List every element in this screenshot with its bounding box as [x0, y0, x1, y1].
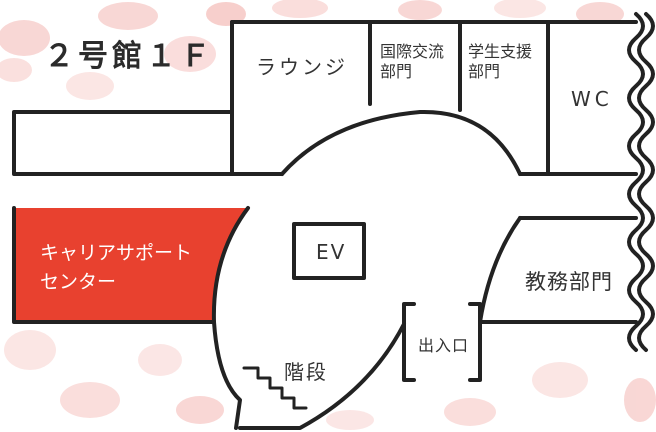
international-office-label: 国際交流 部門 — [380, 42, 444, 82]
entrance-label: 出入口 — [418, 336, 470, 355]
left-upper-room — [12, 110, 284, 176]
career-center-label[interactable]: キャリアサポート センター — [40, 239, 192, 296]
floor-title: ２号館１Ｆ — [44, 39, 214, 74]
academic-affairs-label: 教務部門 — [525, 270, 613, 294]
student-support-label: 学生支援 部門 — [468, 42, 532, 82]
student-support-label-line1: 学生支援 — [468, 42, 533, 61]
international-office-label-line1: 国際交流 — [380, 42, 445, 61]
lounge-label: ラウンジ — [256, 55, 348, 79]
stairs-icon — [242, 366, 308, 410]
wc-label: WC — [571, 87, 613, 111]
career-center-room[interactable] — [14, 208, 248, 322]
international-office-label-line2: 部門 — [380, 62, 413, 81]
student-support-label-line2: 部門 — [468, 62, 501, 81]
entrance-right-bracket — [468, 302, 482, 382]
entrance-left-bracket — [402, 302, 416, 382]
left-lower-wall — [12, 206, 216, 324]
elevator — [292, 222, 366, 280]
wavy-break-line — [627, 12, 645, 352]
career-center-label-line1: キャリアサポート — [40, 242, 193, 264]
wavy-break-line-outer — [637, 12, 655, 352]
career-center-label-line2: センター — [40, 270, 117, 293]
elevator-label: EV — [316, 240, 347, 264]
stairs-label: 階段 — [284, 360, 328, 384]
central-lobby — [211, 109, 522, 430]
